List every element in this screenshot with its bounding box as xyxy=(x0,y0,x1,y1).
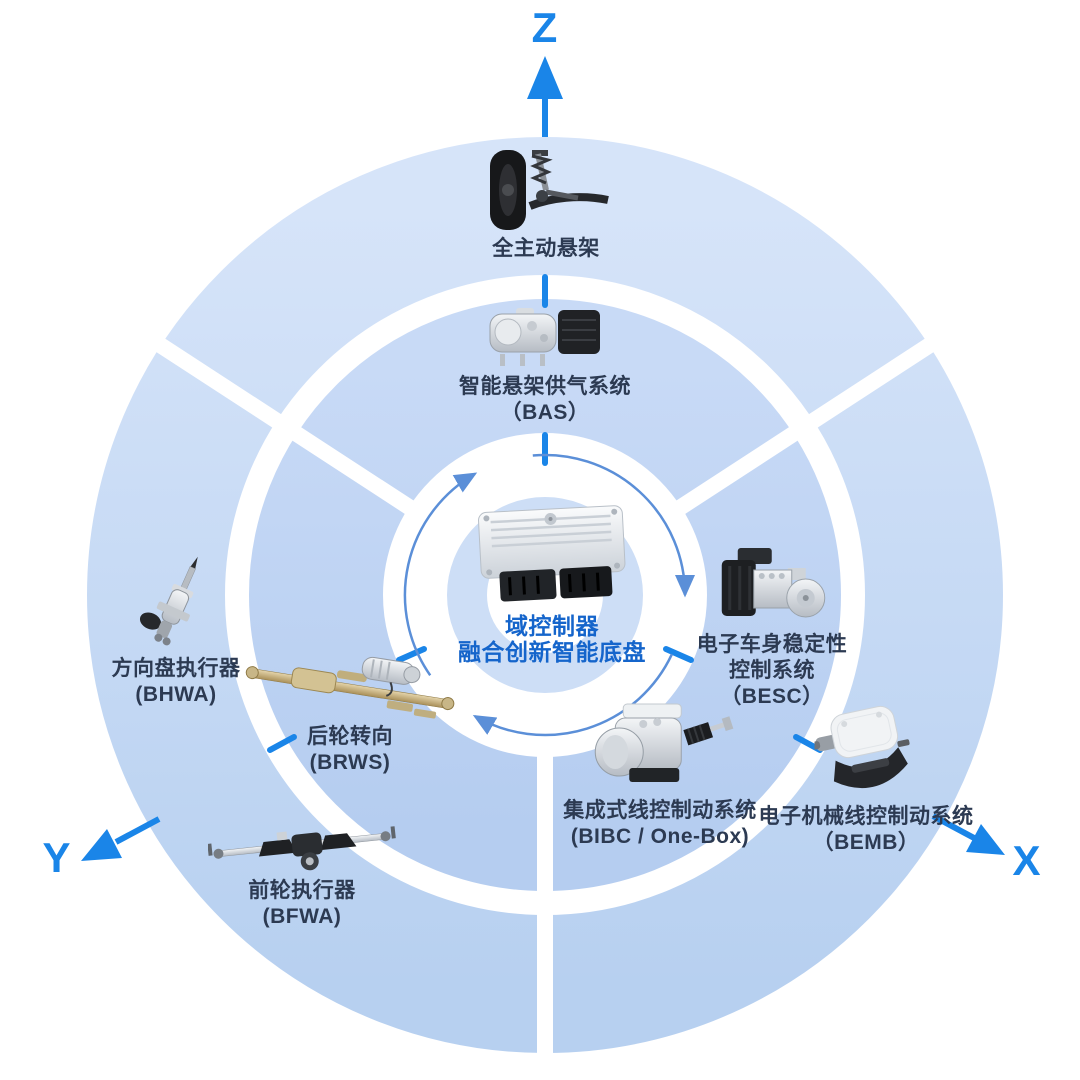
brake-by-wire-unit-icon xyxy=(594,703,734,782)
component-label: 全主动悬架 xyxy=(492,237,600,260)
component-full-active-suspension: 全主动悬架 xyxy=(480,148,612,261)
component-label: 智能悬架供气系统 xyxy=(459,375,631,398)
component-bfwa: 前轮执行器 (BFWA) xyxy=(208,816,396,929)
component-code: （BEMB） xyxy=(812,831,920,854)
hub-rotation-arrows xyxy=(403,453,695,737)
axis-x-arrow xyxy=(931,813,1005,855)
hub-subtitle: 融合创新智能底盘 xyxy=(458,639,646,665)
front-steering-rack-icon xyxy=(208,826,396,871)
suspension-corner-icon xyxy=(490,150,609,230)
handwheel-actuator-icon xyxy=(139,556,198,646)
component-label: 电子车身稳定性 xyxy=(696,633,848,656)
axis-z-arrow xyxy=(527,56,563,137)
component-besc: 电子车身稳定性 控制系统 （BESC） xyxy=(697,544,848,709)
domain-controller-icon xyxy=(478,505,626,602)
component-bemb: 电子机械线控制动系统 （BEMB） xyxy=(759,704,974,855)
component-label: 后轮转向 xyxy=(307,725,393,748)
component-label: 前轮执行器 xyxy=(248,879,356,902)
emb-caliper-icon xyxy=(814,705,910,789)
rear-steering-rack-icon xyxy=(245,656,455,719)
component-label2: 控制系统 xyxy=(729,659,815,682)
sector-dividers xyxy=(146,332,944,1062)
axis-label-z: Z xyxy=(531,4,559,51)
hub-title: 域控制器 xyxy=(505,613,599,639)
component-brws: 后轮转向 (BRWS) xyxy=(240,644,460,775)
component-code: （BESC） xyxy=(720,685,824,708)
component-bibc: 集成式线控制动系统 (BIBC / One-Box) xyxy=(563,700,757,849)
component-domain-controller: 域控制器 融合创新智能底盘 xyxy=(458,483,646,665)
component-code: (BHWA) xyxy=(135,683,217,706)
component-label: 电子机械线控制动系统 xyxy=(758,805,974,828)
component-code: (BIBC / One-Box) xyxy=(570,825,750,848)
component-label: 集成式线控制动系统 xyxy=(563,799,757,822)
component-code: (BFWA) xyxy=(262,905,342,928)
component-bas: 智能悬架供气系统 （BAS） xyxy=(459,298,631,425)
axis-label-x: X xyxy=(1012,837,1042,884)
air-supply-unit-icon xyxy=(489,308,600,366)
component-code: （BAS） xyxy=(500,401,590,424)
axis-y-arrow xyxy=(81,816,161,861)
axis-label-y: Y xyxy=(42,834,72,881)
component-label: 方向盘执行器 xyxy=(111,657,241,680)
component-code: (BRWS) xyxy=(309,751,391,774)
inner-gap-ticks xyxy=(396,432,694,663)
component-bhwa: 方向盘执行器 (BHWA) xyxy=(112,552,241,707)
stability-control-unit-icon xyxy=(722,548,826,618)
